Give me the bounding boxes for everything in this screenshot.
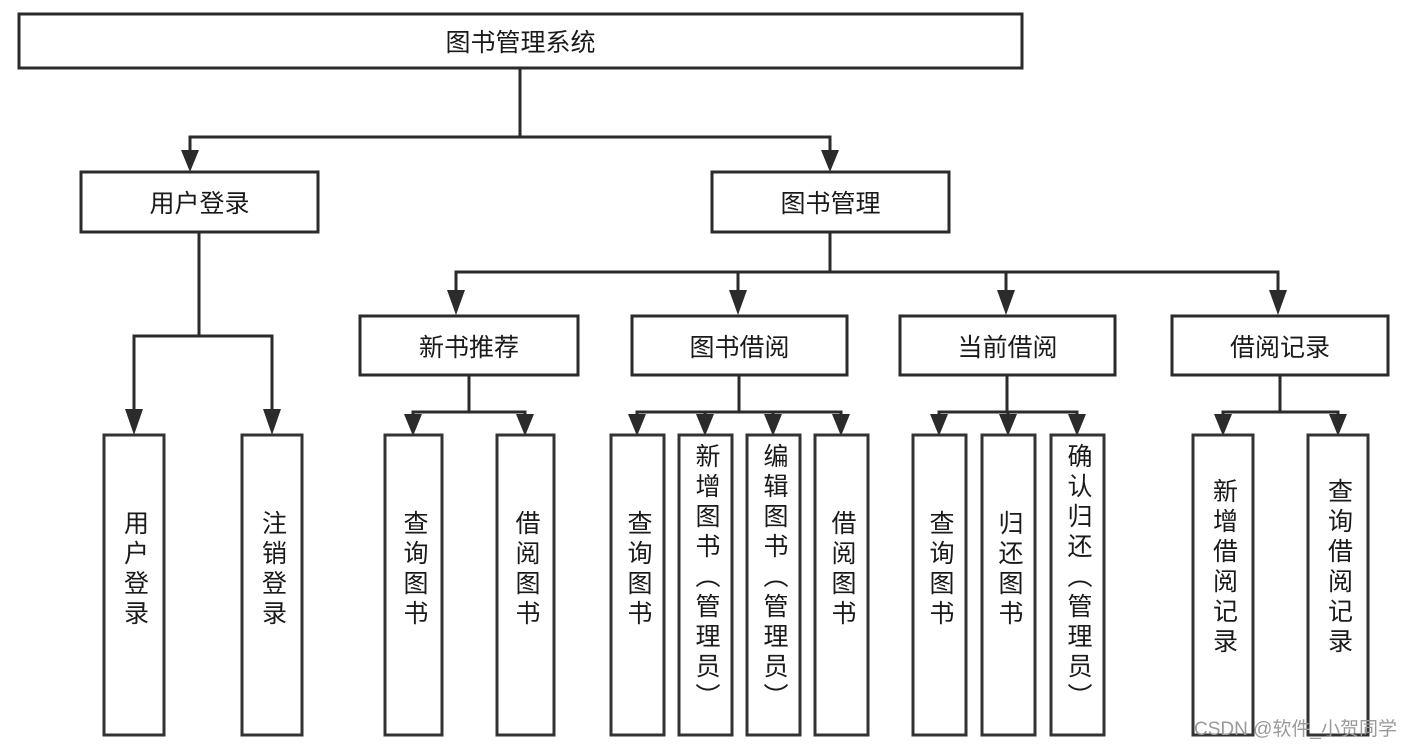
arrowhead-leaf-book-borrow-2 [696, 414, 714, 436]
leaf-new-book-rec-1-box[interactable] [495, 433, 556, 737]
leaf-book-borrow-2-box[interactable] [745, 433, 802, 737]
arrowhead-book-borrow [729, 290, 747, 315]
node-book-manage-box[interactable] [710, 170, 951, 234]
arrowhead-borrow-record [1269, 290, 1287, 315]
arrowhead-leaf-current-borrow-2 [999, 414, 1017, 436]
arrowhead-leaf-current-borrow-3 [1068, 414, 1086, 436]
node-new-book-rec-box[interactable] [358, 314, 580, 377]
leaf-book-borrow-0-box[interactable] [609, 433, 666, 737]
node-user-login-box[interactable] [79, 170, 320, 234]
leaf-current-borrow-2-box[interactable] [1049, 433, 1106, 737]
node-borrow-record-box[interactable] [1170, 314, 1390, 377]
arrowhead-leaf-user-login-1 [125, 409, 143, 435]
arrowhead-user-login [181, 150, 199, 172]
leaf-new-book-rec-0-box[interactable] [383, 433, 444, 737]
node-current-borrow-box[interactable] [898, 314, 1117, 377]
arrowhead-new-book-rec [447, 290, 465, 315]
leaf-borrow-record-1-box[interactable] [1306, 433, 1370, 737]
leaf-user-login-0-box[interactable] [102, 433, 166, 737]
arrowhead-leaf-borrow-record-2 [1329, 414, 1347, 436]
leaf-current-borrow-1-box[interactable] [980, 433, 1037, 737]
arrowhead-leaf-current-borrow-1 [930, 414, 948, 436]
arrowhead-current-borrow [997, 290, 1015, 315]
leaf-borrow-record-0-box[interactable] [1191, 433, 1255, 737]
arrowhead-leaf-new-book-rec-1 [404, 414, 422, 436]
arrowhead-leaf-book-borrow-3 [764, 414, 782, 436]
node-root-box[interactable] [17, 12, 1024, 70]
arrowhead-leaf-new-book-rec-2 [516, 414, 534, 436]
arrowhead-leaf-book-borrow-4 [832, 414, 850, 436]
arrowhead-leaf-book-borrow-1 [628, 414, 646, 436]
leaf-user-login-1-box[interactable] [240, 433, 304, 737]
arrowhead-leaf-user-login-2 [263, 409, 281, 435]
leaf-book-borrow-1-box[interactable] [677, 433, 734, 737]
leaf-book-borrow-3-box[interactable] [813, 433, 870, 737]
leaf-current-borrow-0-box[interactable] [911, 433, 968, 737]
arrowhead-leaf-borrow-record-1 [1214, 414, 1232, 436]
arrowhead-book-manage [821, 150, 839, 172]
node-book-borrow-box[interactable] [630, 314, 849, 377]
